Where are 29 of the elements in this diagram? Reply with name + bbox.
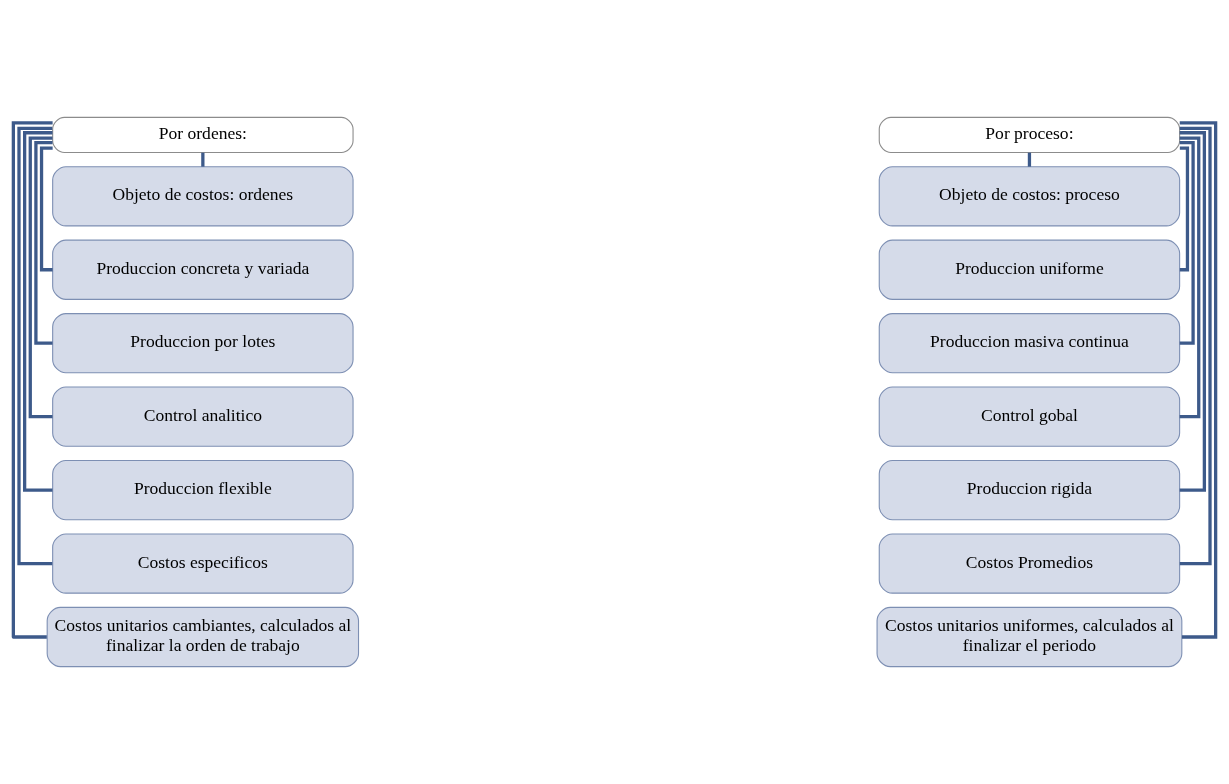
connector: [1179, 126, 1212, 566]
node-box: Objeto de costos: proceso: [878, 166, 1181, 227]
node-box: Por ordenes:: [52, 116, 354, 153]
node-box: Costos Promedios: [878, 533, 1181, 594]
connector: [1179, 121, 1218, 639]
node-box: Produccion uniforme: [878, 239, 1181, 300]
node-box: Control analitico: [52, 386, 354, 447]
connector: [1027, 152, 1032, 167]
connector: [1179, 136, 1201, 419]
node-box: Objeto de costos: ordenes: [52, 166, 354, 227]
node-box: Produccion rigida: [878, 459, 1181, 521]
connector: [11, 121, 53, 639]
node-box: Por proceso:: [878, 116, 1181, 153]
connector: [1179, 146, 1190, 272]
node-box: Costos especificos: [52, 533, 354, 594]
connector: [17, 126, 53, 566]
connector: [39, 146, 53, 272]
connector: [34, 140, 53, 345]
node-box: Produccion concreta y variada: [52, 239, 354, 300]
connector: [1179, 131, 1206, 492]
node-box: Control gobal: [878, 386, 1181, 447]
node-box: Produccion masiva continua: [878, 313, 1181, 374]
connector: [201, 152, 205, 167]
node-box: Costos unitarios uniformes, calculados al finalizar el periodo: [876, 606, 1183, 668]
node-box: Produccion por lotes: [52, 313, 354, 374]
connector: [1179, 140, 1195, 345]
connector: [23, 131, 53, 492]
node-box: Costos unitarios cambiantes, calculados al finalizar la orden de trabajo: [46, 606, 360, 668]
node-box: Produccion flexible: [52, 459, 354, 521]
